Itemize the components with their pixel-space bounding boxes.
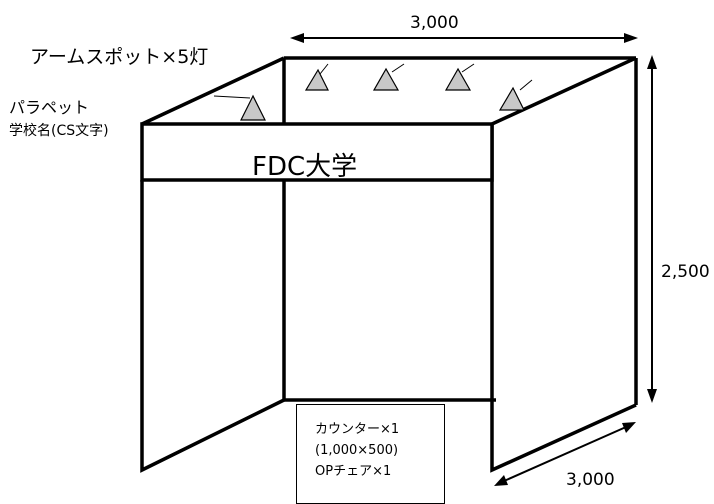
arm-spot-3: [444, 63, 475, 91]
school-name-label: 学校名(CS文字): [9, 123, 109, 139]
depth-dimension-label: 3,000: [566, 470, 615, 490]
back-wall: [282, 56, 638, 405]
right-wall-top-edge: [491, 56, 637, 126]
counter-line-3: OPチェア×1: [315, 464, 392, 479]
counter-note-box: カウンター×1 (1,000×500) OPチェア×1: [296, 404, 445, 504]
arm-spot-5: [213, 94, 266, 121]
counter-line-1: カウンター×1: [315, 422, 400, 437]
arm-spot-label: アームスポット×5灯: [30, 46, 209, 68]
fascia-text: FDC大学: [252, 152, 358, 182]
parapet-label: パラペット: [9, 98, 90, 117]
fascia-board: [140, 122, 494, 182]
right-wall: [490, 124, 637, 473]
height-dimension-label: 2,500: [661, 262, 710, 282]
width-dimension-label: 3,000: [410, 13, 459, 33]
width-dimension-arrow: [290, 33, 638, 43]
arm-spot-4: [498, 79, 533, 111]
left-wall-top-edge: [141, 56, 285, 126]
depth-dimension-arrow: [494, 422, 636, 486]
arm-spot-1: [304, 63, 329, 91]
counter-line-2: (1,000×500): [315, 443, 399, 458]
left-wall: [140, 180, 285, 473]
arm-spot-2: [372, 63, 405, 91]
height-dimension-arrow: [647, 55, 657, 403]
